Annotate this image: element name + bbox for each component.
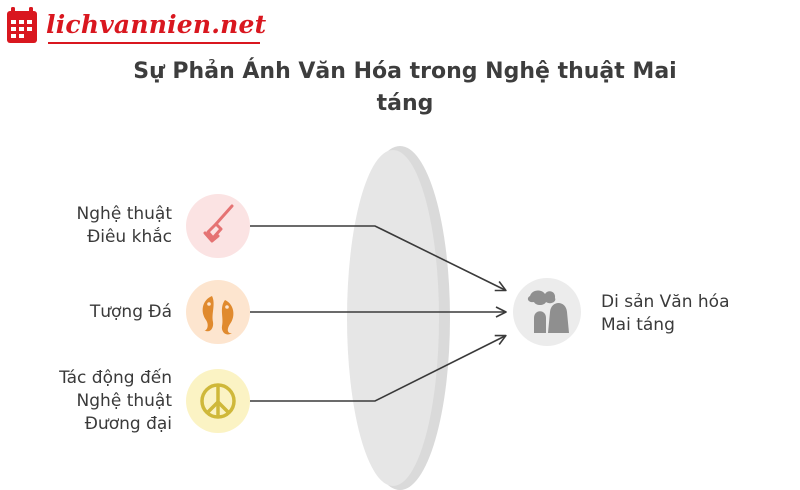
label-contemporary: Tác động đến Nghệ thuật Đương đại [20, 367, 172, 436]
arrow-sculpture [250, 225, 507, 292]
input-node-stone-statues [186, 280, 250, 344]
label-output-line-2: Mai táng [601, 315, 675, 335]
output-node [513, 278, 581, 346]
logo-text: lichvannien.net [46, 10, 267, 39]
input-node-contemporary [186, 369, 250, 433]
koi-fish-icon [202, 296, 234, 335]
logo: lichvannien.net [6, 4, 266, 50]
input-node-sculpture [186, 194, 250, 258]
label-contemporary-line-1: Tác động đến [59, 368, 172, 388]
label-sculpture: Nghệ thuật Điêu khắc [20, 203, 172, 249]
label-contemporary-line-2: Nghệ thuật [76, 391, 172, 411]
title-line-2: táng [376, 91, 434, 116]
peace-sign-icon [200, 383, 236, 419]
arrow-contemporary [250, 334, 507, 402]
label-stone-statues-line-1: Tượng Đá [89, 302, 172, 322]
label-output-line-1: Di sản Văn hóa [601, 292, 730, 312]
connector-arrows [250, 225, 507, 402]
calendar-icon [7, 7, 37, 43]
diagram-title: Sự Phản Ánh Văn Hóa trong Nghệ thuật Mai… [40, 56, 770, 120]
label-sculpture-line-1: Nghệ thuật [76, 204, 172, 224]
label-output: Di sản Văn hóa Mai táng [601, 291, 730, 337]
chisel-icon [203, 204, 234, 243]
label-contemporary-line-3: Đương đại [84, 414, 172, 434]
label-stone-statues: Tượng Đá [20, 301, 172, 324]
title-line-1: Sự Phản Ánh Văn Hóa trong Nghệ thuật Mai [133, 59, 677, 84]
lens-front [347, 150, 439, 486]
logo-underline [48, 42, 260, 44]
label-sculpture-line-2: Điêu khắc [87, 227, 172, 247]
stones-icon [527, 290, 569, 333]
lens-shape [347, 146, 450, 490]
